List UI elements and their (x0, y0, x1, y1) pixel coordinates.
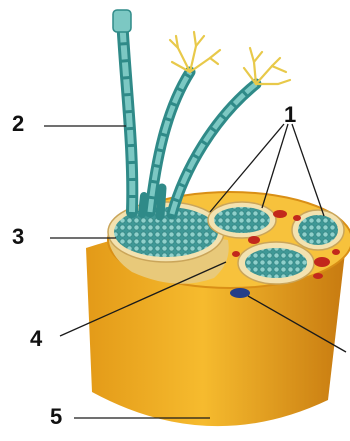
label-5: 5 (50, 406, 62, 428)
label-2: 2 (12, 113, 24, 135)
blood-vessel-blue (230, 288, 250, 298)
nerve-ending-middle (170, 32, 220, 72)
nerve-fiber-stub (142, 196, 144, 214)
fascicle-bottom-fibers (245, 248, 307, 278)
label-4: 4 (30, 328, 42, 350)
blood-vessel (332, 249, 340, 255)
fascicle-top-center-fibers (214, 207, 270, 233)
blood-vessel (232, 251, 240, 257)
label-1: 1 (284, 104, 296, 126)
blood-vessel (273, 210, 287, 218)
blood-vessel (248, 236, 260, 244)
nerve-fiber-stub (160, 188, 162, 216)
nerve-fiber-left (113, 10, 132, 212)
nerve-ending-right (244, 48, 290, 84)
blood-vessel (293, 215, 301, 221)
fascicle-right-fibers (298, 215, 338, 245)
blood-vessel (314, 257, 330, 267)
label-3: 3 (12, 226, 24, 248)
blood-vessel (313, 273, 323, 279)
